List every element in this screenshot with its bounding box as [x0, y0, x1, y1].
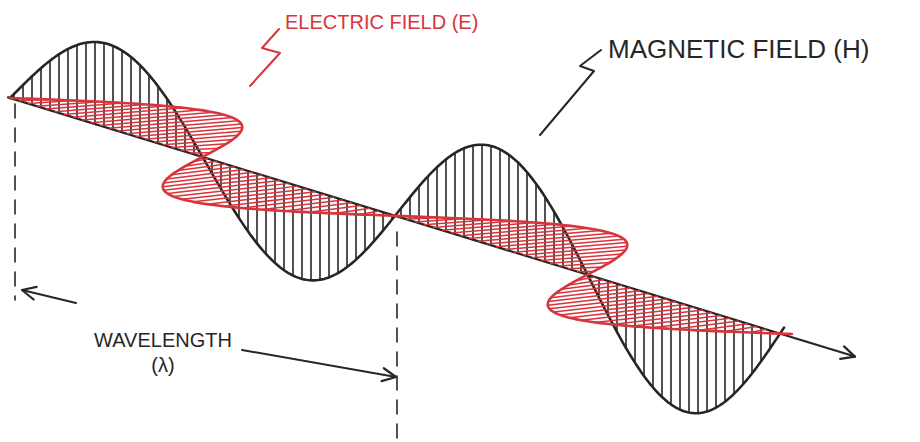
magnetic-hatch-line: [688, 306, 690, 413]
electric-hatch-line: [554, 299, 667, 312]
dimension-arrowhead: [382, 368, 396, 381]
label-holder: ELECTRIC FIELD (E): [285, 10, 515, 35]
magnetic-hatch-line: [517, 163, 519, 254]
electric-hatch-line: [172, 144, 226, 148]
magnetic-hatch-line: [76, 45, 78, 118]
electric-hatch-line: [174, 183, 289, 196]
electric-hatch-line: [560, 302, 676, 315]
magnetic-leader-line: [540, 50, 601, 135]
field-label: ELECTRIC FIELD (E): [285, 10, 515, 35]
magnetic-hatch-line: [265, 176, 267, 254]
magnetic-hatch-line: [679, 303, 681, 410]
electric-hatch-line: [46, 103, 123, 109]
leader-lines: [250, 29, 601, 135]
electric-wave-curve: [10, 98, 792, 334]
electric-hatch-line: [285, 203, 352, 211]
magnetic-hatch-line: [328, 196, 330, 278]
label-holder: WAVELENGTH (λ): [88, 328, 238, 378]
dashed-marker: [14, 104, 16, 300]
magnetic-hatch-line: [697, 309, 699, 414]
magnetic-hatch-line: [724, 317, 726, 402]
electric-hatch-line: [569, 305, 685, 318]
electric-wave: [10, 98, 792, 334]
propagation-axis: [8, 97, 855, 358]
electric-hatch-line: [145, 131, 241, 139]
magnetic-hatch-line: [472, 145, 474, 239]
electric-hatch-line: [55, 104, 145, 111]
electric-hatch-line: [675, 321, 739, 329]
electric-hatch-line: [154, 135, 238, 142]
magnetic-hatch-line: [40, 68, 42, 107]
electric-hatch-line: [541, 254, 622, 260]
electric-hatch-line: [433, 221, 513, 227]
magnetic-hatch-line: [67, 49, 69, 116]
dimension-arrow-line: [242, 350, 396, 377]
magnetic-hatch-line: [508, 155, 510, 251]
axis-line: [8, 97, 855, 356]
wavelength-dimension: [15, 104, 397, 440]
magnetic-hatch-line: [355, 204, 357, 260]
magnetic-hatch-line: [436, 167, 438, 228]
magnetic-hatch-line: [661, 298, 663, 397]
magnetic-hatch-line: [643, 292, 645, 376]
magnetic-hatch-line: [463, 148, 465, 237]
label-holder: MAGNETIC FIELD (H): [608, 33, 908, 66]
magnetic-hatch-line: [337, 198, 339, 273]
magnetic-hatch-line: [499, 149, 501, 248]
electric-hatch-line: [532, 250, 625, 258]
electric-hatch-line: [182, 186, 298, 199]
electric-leader-line: [250, 29, 280, 86]
magnetic-hatch-line: [274, 179, 276, 263]
dimension-arrowhead: [22, 287, 37, 300]
dashed-marker: [396, 232, 398, 440]
magnetic-hatch-line: [670, 300, 672, 404]
dimension-label: WAVELENGTH (λ): [88, 328, 238, 378]
magnetic-hatch-line: [139, 65, 141, 138]
magnetic-hatch-line: [481, 145, 483, 243]
field-label: MAGNETIC FIELD (H): [608, 33, 908, 66]
axis-arrowhead: [840, 346, 855, 358]
magnetic-hatch-line: [706, 311, 708, 411]
magnetic-hatch-line: [544, 197, 546, 262]
